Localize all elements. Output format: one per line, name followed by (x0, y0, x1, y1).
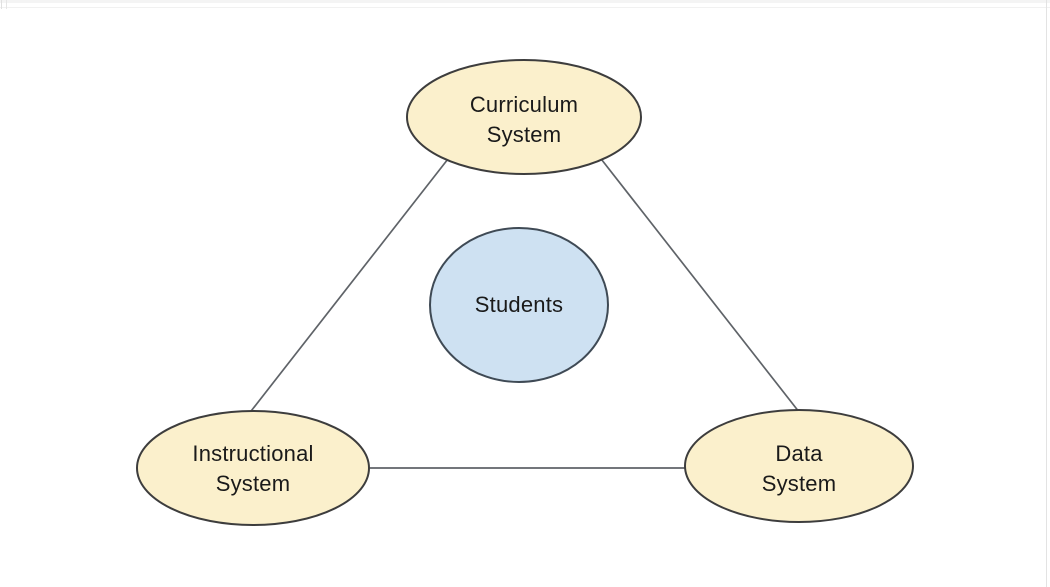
label-line: System (761, 471, 837, 496)
edge-curriculum-data (597, 154, 804, 418)
window-top-line-artifact (0, 7, 1050, 8)
node-students-label: Students (399, 290, 639, 320)
node-curriculum-system-label: Curriculum System (404, 90, 644, 150)
label-line: Curriculum (469, 92, 579, 117)
label-line: System (215, 471, 291, 496)
label-line: System (486, 122, 562, 147)
node-instructional-system-label: Instructional System (133, 439, 373, 499)
window-top-edge-artifact (0, 0, 1050, 3)
node-students-shape (429, 227, 609, 383)
window-left-edge-artifact (6, 0, 7, 9)
window-left-edge-artifact (1, 0, 2, 9)
window-right-edge-artifact (1046, 0, 1047, 587)
label-line: Students (474, 292, 564, 317)
node-data-system-label: Data System (679, 439, 919, 499)
edge-curriculum-instructional (247, 149, 456, 416)
label-line: Data (775, 441, 823, 466)
node-data-system-shape (684, 409, 914, 523)
node-curriculum-system-shape (406, 59, 642, 175)
node-instructional-system-shape (136, 410, 370, 526)
label-line: Instructional (192, 441, 314, 466)
